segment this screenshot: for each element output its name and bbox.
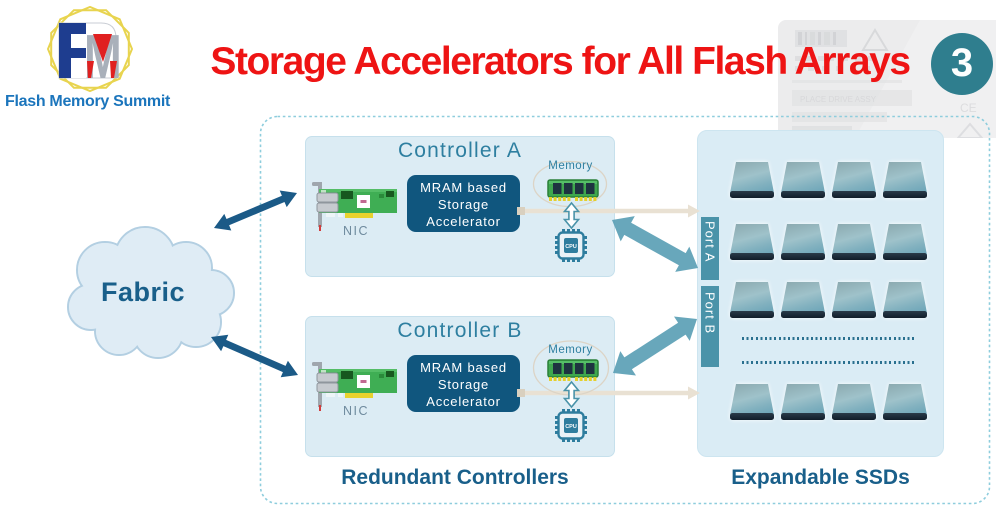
svg-text:CPU: CPU xyxy=(565,424,577,430)
svg-text:CPU: CPU xyxy=(565,244,577,250)
svg-text:Flash Memory Summit: Flash Memory Summit xyxy=(5,93,171,110)
svg-text:PLACE DRIVE ASSY: PLACE DRIVE ASSY xyxy=(800,95,877,104)
svg-text:CE: CE xyxy=(960,101,977,115)
